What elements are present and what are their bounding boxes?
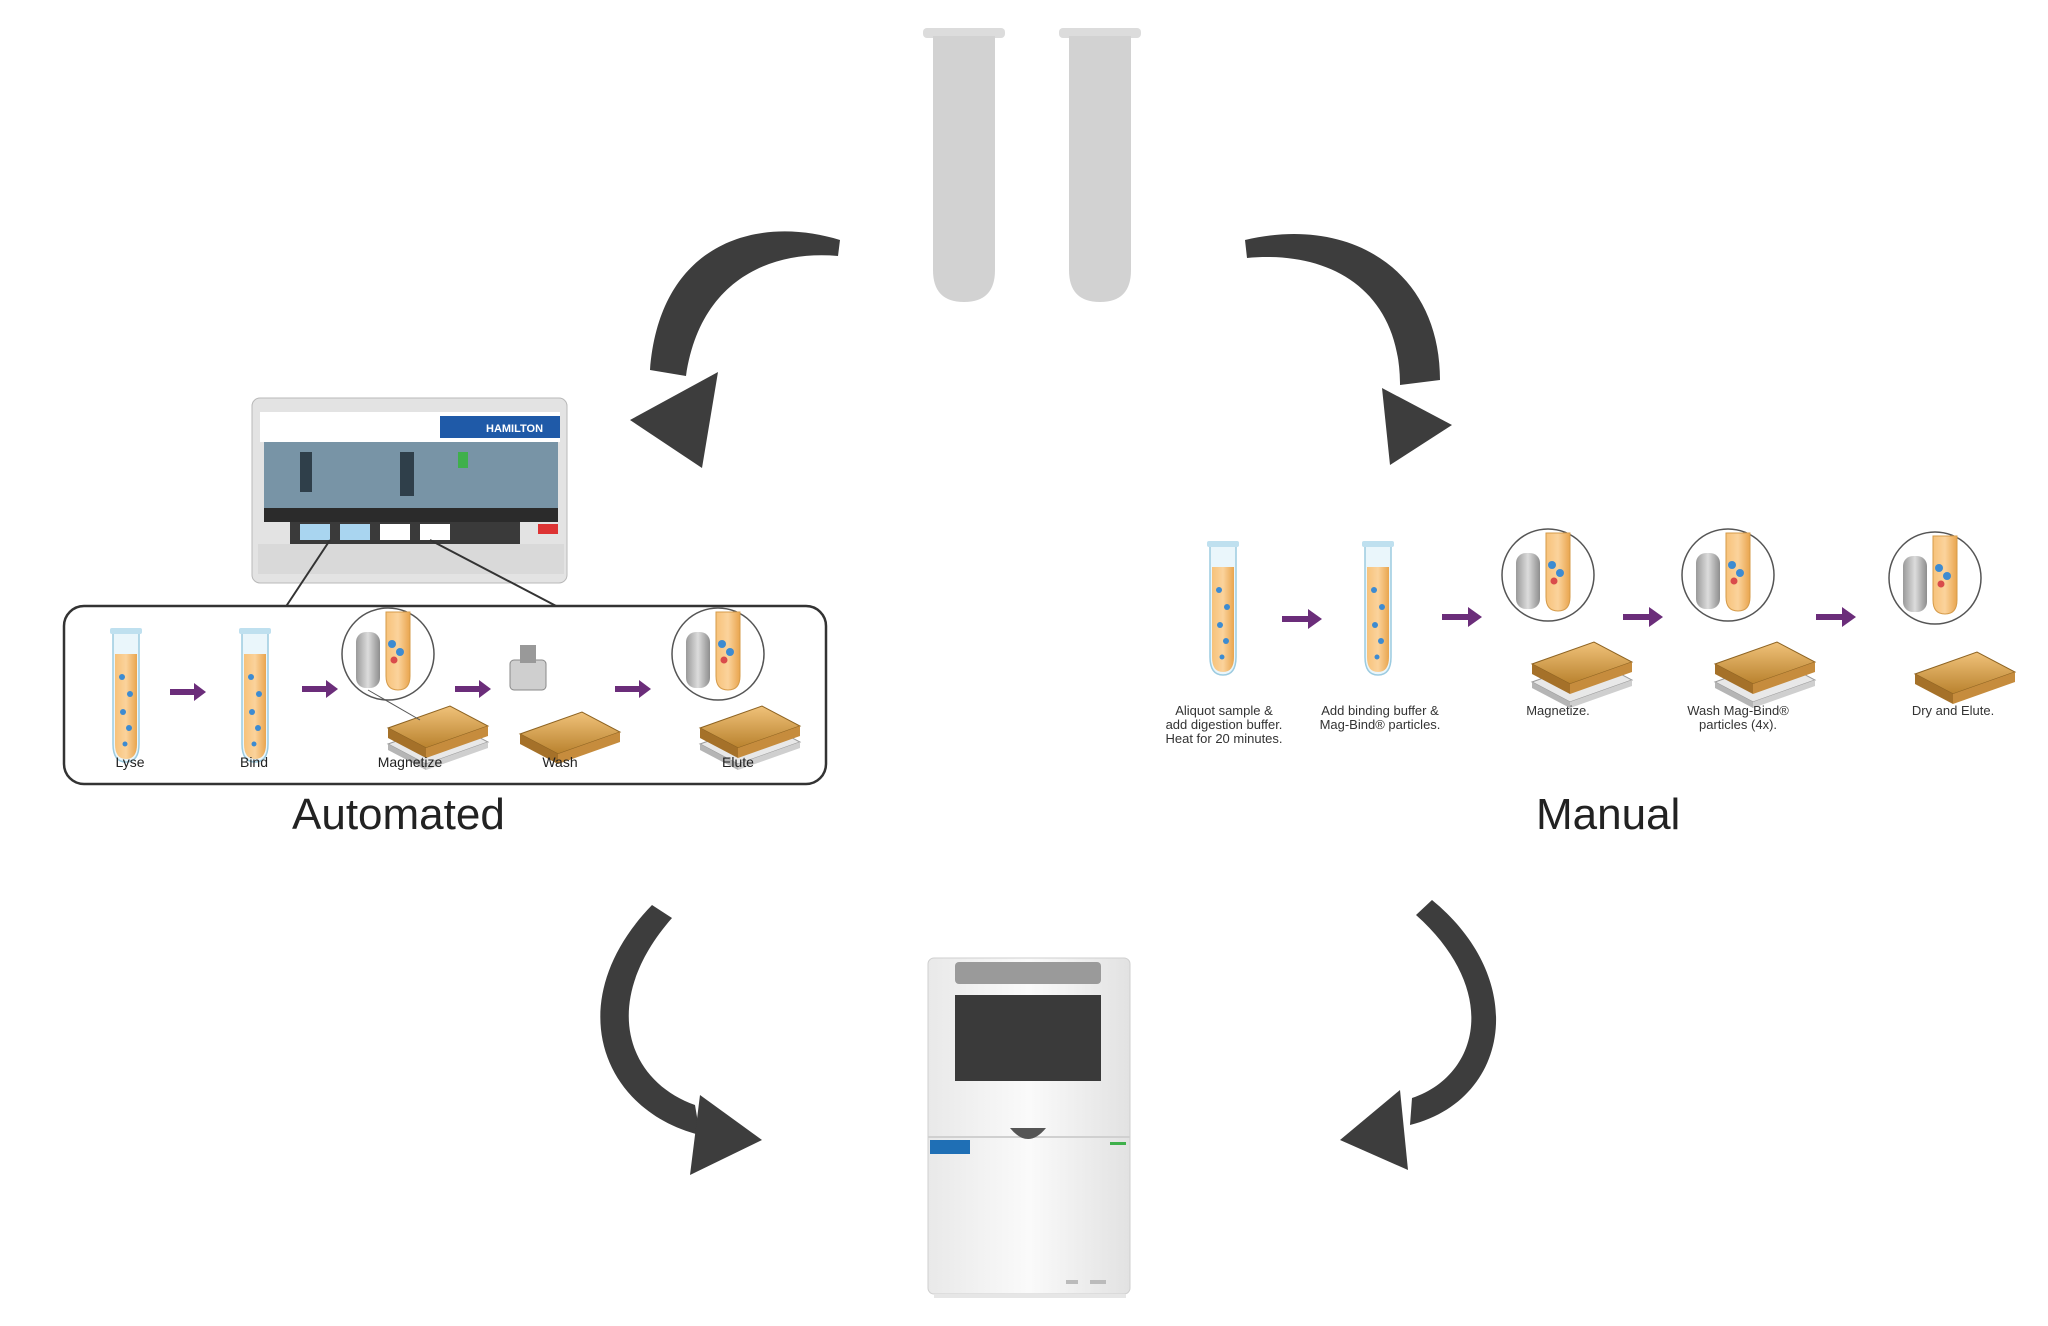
manual-step-arrows: [1282, 607, 1856, 629]
automated-bind-tube-icon: [238, 627, 272, 763]
manual-dry-elute-icon: [1888, 531, 2016, 705]
automated-step-arrows: [170, 680, 651, 701]
automated-title: Automated: [292, 790, 505, 839]
manual-title: Manual: [1536, 790, 1681, 839]
manual-aliquot-tube-icon: [1206, 540, 1240, 676]
step-label-elute: Elute: [722, 754, 754, 770]
step-label-wash: Wash: [542, 754, 578, 770]
arrow-manual-to-analyzer-icon: [1340, 900, 1497, 1170]
analyzer-instrument-icon: [927, 957, 1131, 1298]
automated-wash-icon: [509, 645, 621, 765]
arrow-to-automated-icon: [630, 231, 840, 468]
step-label-lyse: Lyse: [115, 754, 145, 770]
manual-step-aliquot-caption: Aliquot sample & add digestion buffer. H…: [1165, 703, 1283, 746]
liquid-handler-icon: [251, 397, 568, 609]
step-label-bind: Bind: [239, 754, 269, 770]
arrow-automated-to-analyzer-icon: [600, 905, 762, 1175]
manual-step-wash-caption: Wash Mag-Bind® particles (4x).: [1687, 703, 1789, 732]
manual-wash-icon: [1681, 528, 1816, 709]
manual-step-dry-elute-caption: Dry and Elute.: [1911, 703, 1995, 718]
automated-lyse-tube-icon: [109, 627, 143, 763]
manual-magnetize-icon: [1501, 528, 1633, 709]
manual-step-binding-caption: Add binding buffer & Mag-Bind® particles…: [1319, 703, 1441, 732]
manual-binding-tube-icon: [1361, 540, 1395, 676]
step-label-magnetize: Magnetize: [377, 754, 443, 770]
sample-tubes-icon: [923, 28, 1141, 302]
automated-magnetize-icon: [341, 607, 489, 771]
instrument-brand: HAMILTON: [486, 423, 543, 435]
arrow-to-manual-icon: [1245, 234, 1452, 465]
manual-step-magnetize-caption: Magnetize.: [1526, 703, 1590, 718]
